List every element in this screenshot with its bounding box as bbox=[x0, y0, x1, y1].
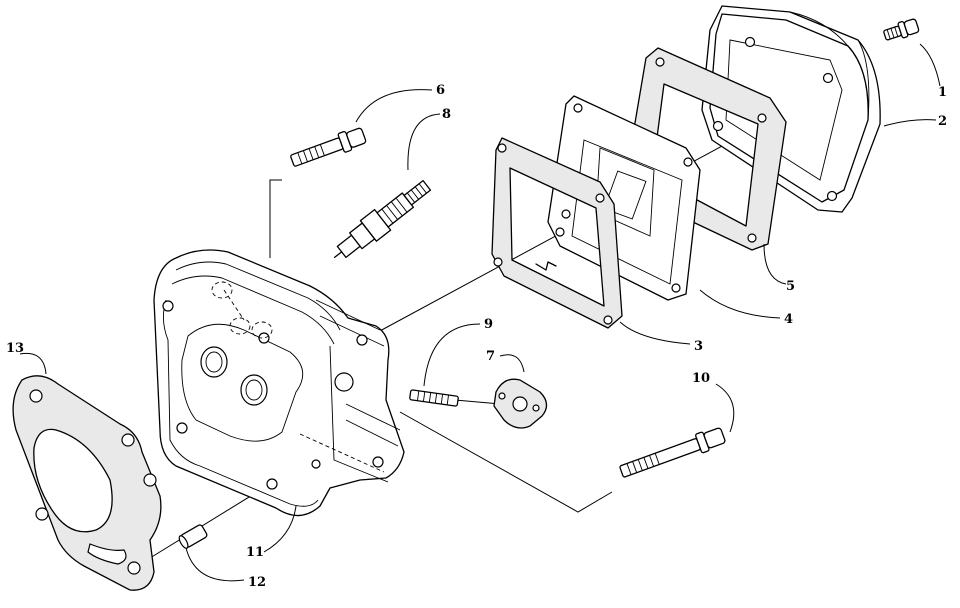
callout-label-8: 8 bbox=[442, 107, 451, 122]
callout-labels: 1 2 3 4 5 6 7 8 9 10 11 12 13 bbox=[6, 83, 947, 590]
part-11-cylinder-head bbox=[153, 249, 405, 517]
part-2-valve-cover bbox=[701, 5, 881, 213]
callout-leaders bbox=[19, 43, 941, 582]
callout-label-1: 1 bbox=[938, 85, 947, 100]
callout-label-10: 10 bbox=[692, 371, 710, 386]
part-8-spark-plug bbox=[333, 179, 432, 259]
callout-label-6: 6 bbox=[436, 83, 445, 98]
callout-label-13: 13 bbox=[6, 341, 24, 356]
callout-label-5: 5 bbox=[786, 279, 795, 294]
part-7-flange-gasket bbox=[493, 378, 548, 429]
callout-label-4: 4 bbox=[784, 312, 793, 327]
callout-label-7: 7 bbox=[486, 349, 495, 364]
callout-label-11: 11 bbox=[246, 545, 264, 560]
callout-label-3: 3 bbox=[694, 339, 703, 354]
callout-label-2: 2 bbox=[938, 114, 947, 129]
part-1-bolt bbox=[883, 18, 920, 41]
part-13-cylinder-gasket bbox=[12, 375, 162, 591]
part-6-bolt bbox=[290, 127, 367, 167]
part-10-bolt bbox=[619, 427, 726, 478]
part-12-dowel-pin bbox=[178, 524, 208, 549]
part-9-stud bbox=[409, 389, 459, 407]
part-4-rocker-housing bbox=[547, 95, 701, 301]
callout-label-9: 9 bbox=[484, 317, 493, 332]
part-3-rocker-gasket bbox=[491, 137, 623, 329]
callout-label-12: 12 bbox=[248, 575, 266, 590]
